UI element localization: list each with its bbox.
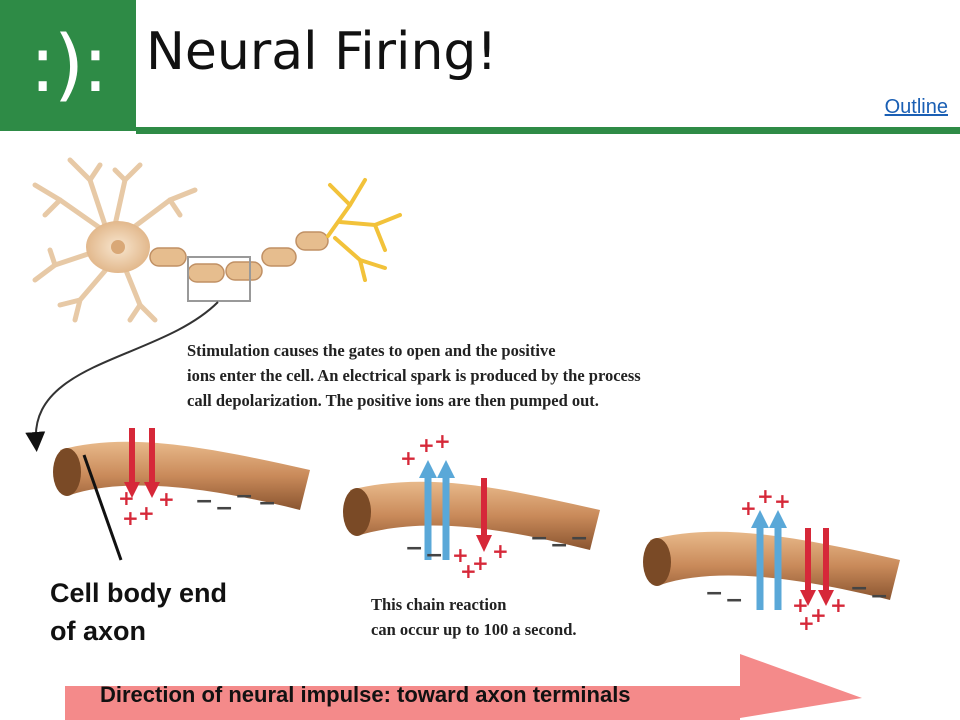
ion-minus: − <box>570 526 588 551</box>
ion-minus: − <box>195 489 213 514</box>
ion-plus: + <box>122 506 139 530</box>
ion-plus: + <box>492 539 509 563</box>
header-divider <box>136 127 960 134</box>
ion-minus: − <box>235 484 253 509</box>
description-line: call depolarization. The positive ions a… <box>187 391 599 410</box>
ion-plus: + <box>798 611 815 635</box>
ion-plus: + <box>774 489 791 513</box>
page-title: Neural Firing! <box>146 22 498 82</box>
ion-minus: − <box>550 533 568 558</box>
chain-note-line: This chain reaction <box>371 595 507 614</box>
chain-note-line: can occur up to 100 a second. <box>371 620 577 639</box>
description-line: ions enter the cell. An electrical spark… <box>187 366 641 385</box>
axon-segment-2 <box>343 460 600 560</box>
ion-plus: + <box>400 446 417 470</box>
ion-minus: − <box>530 526 548 551</box>
ion-plus: + <box>158 487 175 511</box>
cell-body-pointer-line <box>82 454 123 561</box>
ion-plus: + <box>740 496 757 520</box>
outline-link[interactable]: Outline <box>884 96 948 118</box>
ion-minus: − <box>705 581 723 606</box>
ion-plus: + <box>118 486 135 510</box>
zoom-pointer-arrow <box>25 301 219 452</box>
cell-body-label-line: of axon <box>50 616 147 646</box>
neuron-illustration <box>32 157 402 323</box>
ion-minus: − <box>870 584 888 609</box>
ion-plus: + <box>830 593 847 617</box>
ion-plus: + <box>460 559 477 583</box>
negative-ions: − − − − − − − − − − − − − <box>195 484 888 613</box>
ion-minus: − <box>405 536 423 561</box>
ion-minus: − <box>215 496 233 521</box>
logo: :): <box>0 0 136 131</box>
description-line: Stimulation causes the gates to open and… <box>187 341 556 360</box>
axon-segment-3 <box>643 510 900 610</box>
ion-plus: + <box>452 543 469 567</box>
ion-plus: + <box>792 593 809 617</box>
axon-segment-1 <box>53 428 310 510</box>
depolarization-description: Stimulation causes the gates to open and… <box>187 338 807 413</box>
ion-plus: + <box>810 603 827 627</box>
ion-plus: + <box>138 501 155 525</box>
ion-minus: − <box>850 576 868 601</box>
ion-plus: + <box>757 484 774 508</box>
positive-ions: + + + + + + + + + + + + + + + + + + <box>118 429 847 635</box>
direction-arrow <box>65 654 862 720</box>
cell-body-label: Cell body end of axon <box>50 574 227 650</box>
direction-label: Direction of neural impulse: toward axon… <box>100 682 631 707</box>
ion-minus: − <box>425 543 443 568</box>
ion-minus: − <box>258 491 276 516</box>
ion-minus: − <box>725 588 743 613</box>
ion-plus: + <box>472 551 489 575</box>
ion-plus: + <box>418 433 435 457</box>
chain-reaction-note: This chain reaction can occur up to 100 … <box>371 592 577 642</box>
ion-plus: + <box>434 429 451 453</box>
cell-body-label-line: Cell body end <box>50 578 228 608</box>
